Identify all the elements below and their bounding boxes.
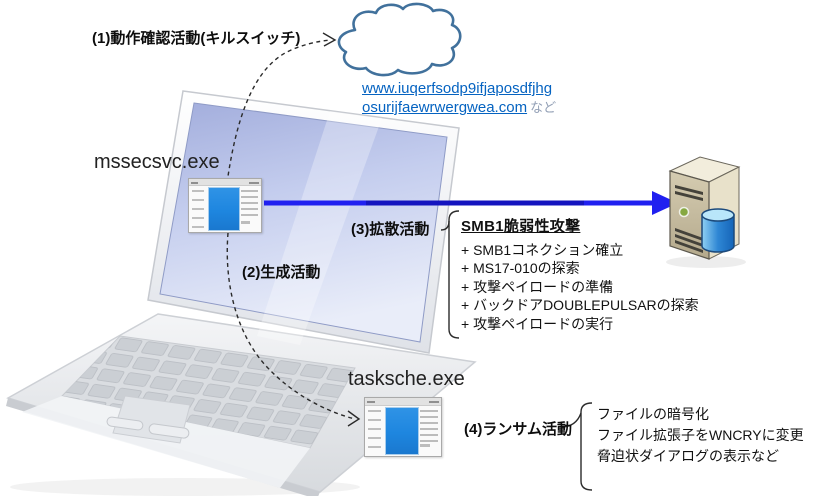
dashed-arrow-to-tasksche: [226, 232, 361, 427]
step2-label: (2)生成活動: [242, 264, 321, 281]
dashed-arrow-to-cloud: [226, 32, 337, 184]
smb-attack-item: + 攻撃ペイロードの準備: [461, 278, 614, 295]
smb-attack-item: + MS17-010の探索: [461, 260, 580, 276]
server-icon: [666, 156, 746, 268]
cloud-icon: [337, 2, 462, 77]
window-text-line-short: [419, 444, 430, 447]
trackpad-button-right: [148, 423, 190, 439]
mssecsvc-label: mssecsvc.exe: [94, 151, 220, 173]
window-content-pane: [384, 406, 419, 456]
window-text-line-short: [240, 221, 251, 224]
app-window-icon: [188, 178, 262, 233]
killswitch-url-line2[interactable]: osurijfaewrwergwea.com: [362, 99, 528, 116]
screen-glare: [257, 111, 382, 345]
tasksche-label: tasksche.exe: [348, 368, 465, 390]
url-suffix: など: [530, 100, 557, 115]
window-text-lines: [240, 189, 259, 220]
window-text-lines: [419, 409, 438, 443]
laptop-illustration: [6, 90, 477, 496]
window-sidebar-lines: [368, 409, 381, 452]
ransom-action-item: ファイルの暗号化: [597, 406, 709, 422]
screen: [159, 102, 448, 343]
window-titlebar: [365, 398, 441, 406]
ransom-action-list: ファイルの暗号化 ファイル拡張子をWNCRYに変更 脅迫状ダイアログの表示など: [597, 404, 804, 467]
palm-rest: [22, 396, 310, 488]
bracket-ransom-list: [560, 402, 593, 491]
window-content-pane: [207, 186, 240, 232]
blue-arrow: [264, 191, 678, 215]
smb-attack-item: + 攻撃ペイロードの実行: [461, 315, 614, 332]
killswitch-urls: www.iuqerfsodp9ifjaposdfjhg osurijfaewrw…: [362, 79, 556, 117]
trackpad-button-left: [106, 416, 144, 431]
power-led: [678, 206, 690, 218]
killswitch-url-line1[interactable]: www.iuqerfsodp9ifjaposdfjhg: [362, 80, 553, 97]
keyboard-keys: [62, 336, 355, 448]
smb-attack-item: + バックドアDOUBLEPULSARの探索: [461, 297, 699, 313]
window-titlebar: [189, 179, 261, 187]
window-sidebar-lines: [191, 189, 205, 228]
smb-attack-list: SMB1脆弱性攻撃 + SMB1コネクション確立 + MS17-010の探索 +…: [461, 218, 699, 333]
app-window-icon: [364, 397, 442, 457]
ransom-action-item: ファイル拡張子をWNCRYに変更: [597, 427, 804, 443]
ransom-action-item: 脅迫状ダイアログの表示など: [597, 448, 779, 464]
server-shadow: [666, 256, 746, 268]
step1-label: (1)動作確認活動(キルスイッチ): [92, 30, 301, 47]
database-icon: [701, 208, 735, 253]
bracket-smb-list: [440, 210, 460, 339]
step4-label: (4)ランサム活動: [464, 421, 573, 438]
smb-attack-title: SMB1脆弱性攻撃: [461, 218, 581, 235]
step3-label: (3)拡散活動: [351, 221, 430, 238]
smb-attack-item: + SMB1コネクション確立: [461, 241, 624, 258]
